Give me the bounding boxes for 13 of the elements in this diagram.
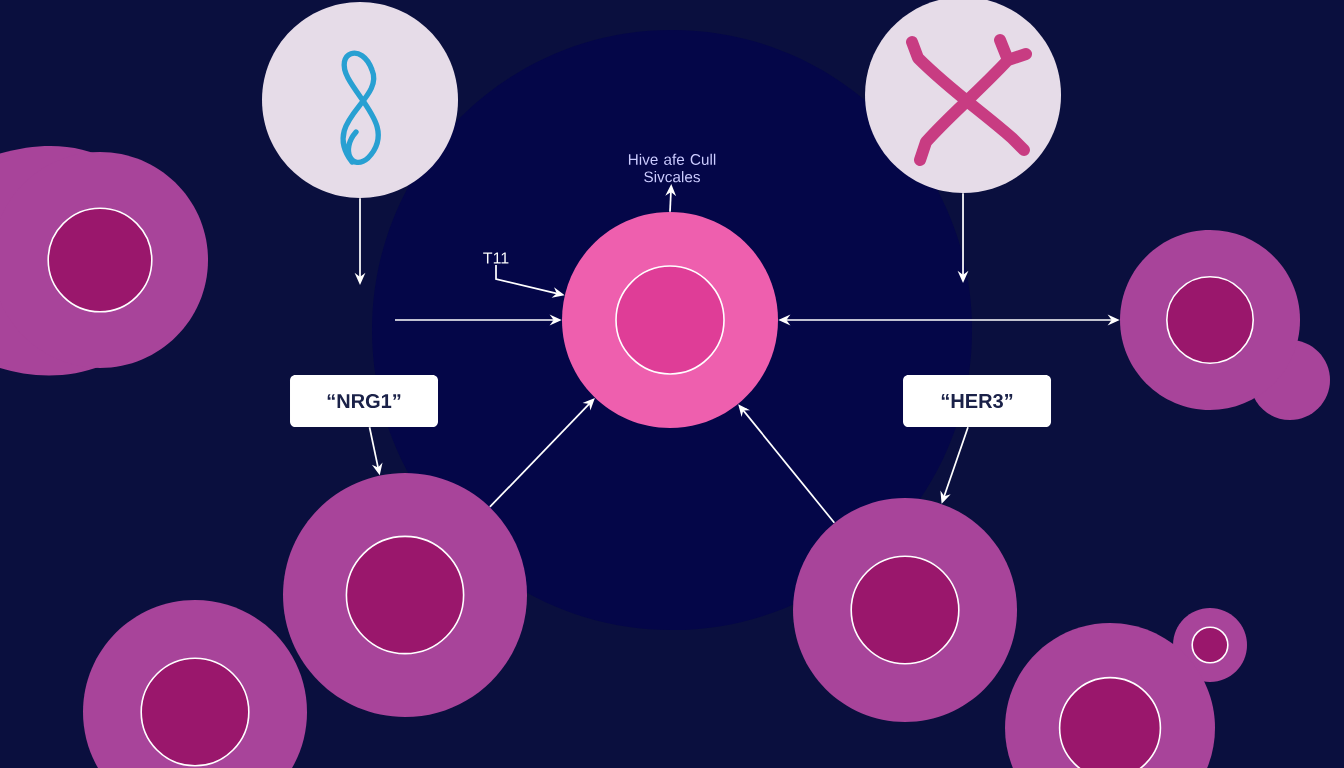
- cell: [0, 145, 208, 376]
- label-box: “HER3”: [903, 375, 1051, 427]
- arrow: [738, 404, 836, 524]
- cell: [1120, 230, 1330, 420]
- caption-text: Hive afe Cull Sivcales: [628, 153, 716, 183]
- cell: [562, 212, 778, 428]
- cell: [83, 600, 307, 768]
- cell: [1005, 623, 1215, 768]
- icon-circle: [262, 2, 458, 198]
- label-box: “NRG1”: [290, 375, 438, 427]
- cell: [283, 473, 527, 717]
- cell: [793, 498, 1017, 722]
- callout-label: T11: [483, 252, 509, 264]
